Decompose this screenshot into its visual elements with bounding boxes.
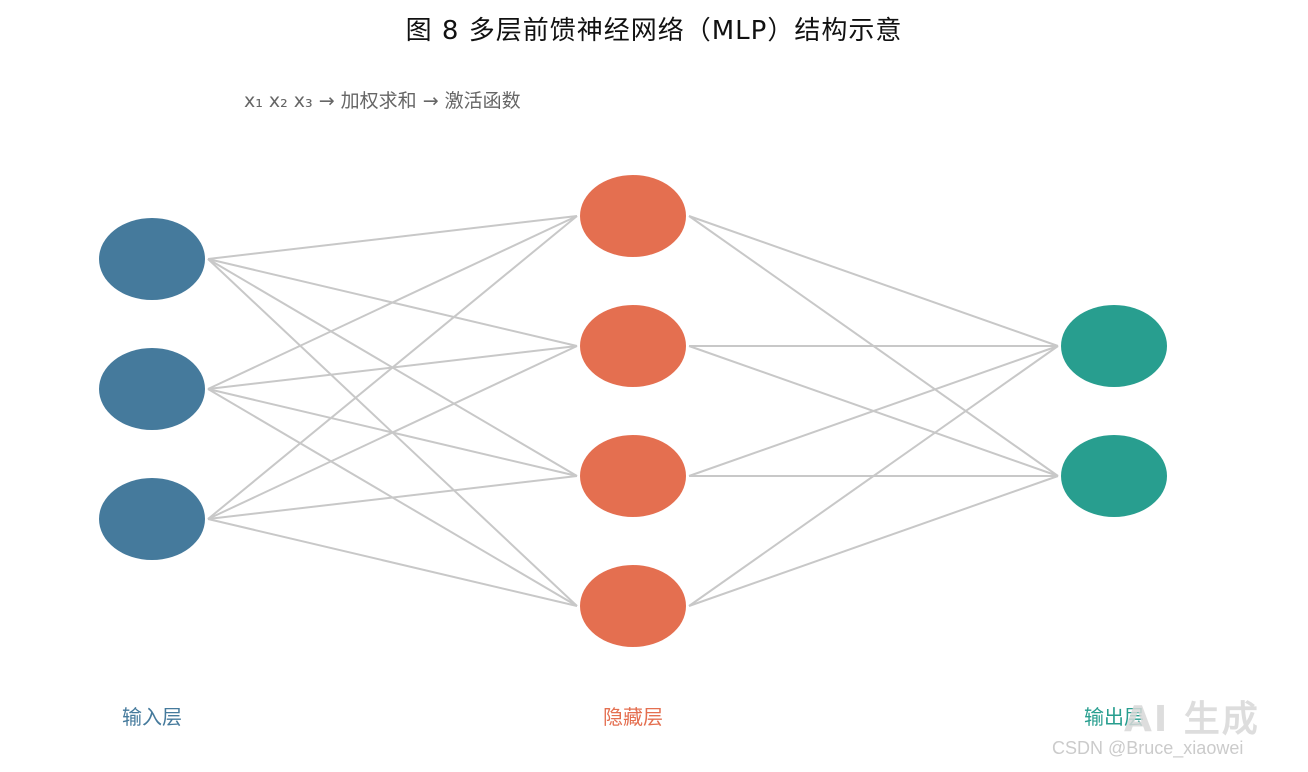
diagram-title: 图 8 多层前馈神经网络（MLP）结构示意 bbox=[405, 16, 903, 46]
hidden-neuron-1 bbox=[580, 175, 686, 257]
input-3-to-hidden-4-edge bbox=[207, 518, 578, 607]
input-2-to-hidden-1-edge bbox=[207, 215, 578, 390]
input-neuron-1 bbox=[99, 218, 205, 300]
hidden-neuron-4 bbox=[580, 565, 686, 647]
input-3-to-hidden-3-edge bbox=[207, 475, 578, 520]
input-1-to-hidden-1-edge bbox=[207, 215, 578, 260]
hidden-1-to-output-1-edge bbox=[688, 215, 1059, 347]
hidden-4-to-output-2-edge bbox=[688, 475, 1059, 607]
hidden-neuron-2 bbox=[580, 305, 686, 387]
input-neuron-3 bbox=[99, 478, 205, 560]
hidden-3-to-output-1-edge bbox=[688, 345, 1059, 477]
output-layer-label: 输出层 bbox=[1084, 705, 1144, 729]
hidden-4-to-output-1-edge bbox=[688, 345, 1059, 607]
output-neuron-1 bbox=[1061, 305, 1167, 387]
hidden-neuron-3 bbox=[580, 435, 686, 517]
csdn-credit-watermark: CSDN @Bruce_xiaowei bbox=[1052, 738, 1244, 758]
input-3-to-hidden-1-edge bbox=[207, 215, 578, 520]
output-neuron-2 bbox=[1061, 435, 1167, 517]
input-neuron-2 bbox=[99, 348, 205, 430]
neuron-nodes bbox=[99, 175, 1167, 647]
input-3-to-hidden-2-edge bbox=[207, 345, 578, 520]
diagram-subtitle: x₁ x₂ x₃ → 加权求和 → 激活函数 bbox=[244, 90, 521, 112]
input-layer-label: 输入层 bbox=[122, 705, 182, 729]
ai-generated-watermark: AI 生成 bbox=[1124, 699, 1260, 740]
hidden-layer-label: 隐藏层 bbox=[603, 705, 663, 729]
connection-lines bbox=[207, 215, 1059, 607]
